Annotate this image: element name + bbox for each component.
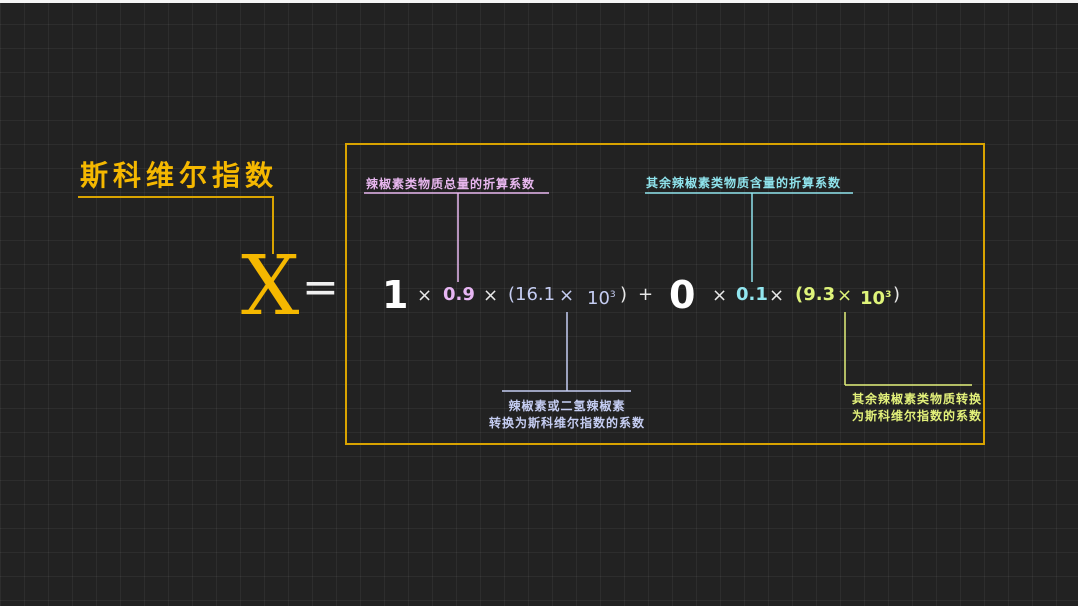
term1-power: 103: [587, 285, 616, 309]
diagram-title: 斯科维尔指数: [80, 159, 279, 192]
other-conversion-label: 其余辣椒素类物质转换 为斯科维尔指数的系数: [820, 391, 982, 425]
variable-x: X: [241, 239, 300, 334]
multiply-sign-3: ×: [559, 285, 575, 306]
equals-sign: =: [302, 262, 339, 313]
multiply-sign-6: ×: [837, 285, 853, 306]
other-conversion-line2: 为斯科维尔指数的系数: [851, 409, 982, 423]
plus-sign: +: [638, 284, 654, 305]
term2-factor: 0.1: [736, 284, 768, 305]
multiply-sign-2: ×: [483, 285, 499, 306]
term1-close-paren: ): [620, 284, 628, 305]
term2-power: 103: [860, 285, 891, 309]
formula-frame: [345, 143, 985, 445]
capsaicin-conversion-line1: 辣椒素或二氢辣椒素: [508, 399, 626, 413]
term1-factor: 0.9: [443, 284, 475, 305]
term2-power-base: 10: [860, 288, 886, 309]
term1-power-exponent: 3: [609, 290, 616, 300]
capsaicin-conversion-line2: 转换为斯科维尔指数的系数: [488, 416, 645, 430]
title-connector-line: [272, 196, 274, 254]
term2-coefficient: 0: [669, 273, 696, 317]
multiply-sign-4: ×: [712, 285, 728, 306]
term2-concentration: (9.3: [795, 284, 836, 305]
multiply-sign-1: ×: [417, 285, 433, 306]
term2-power-exponent: 3: [885, 290, 892, 300]
title-underline: [78, 196, 274, 198]
other-conversion-line1: 其余辣椒素类物质转换: [851, 392, 982, 406]
term1-power-base: 10: [587, 288, 610, 309]
multiply-sign-5: ×: [769, 285, 785, 306]
term2-close-paren: ): [893, 284, 901, 305]
top-border-line: [0, 0, 1078, 3]
term1-coefficient: 1: [382, 273, 409, 317]
capsaicin-conversion-label: 辣椒素或二氢辣椒素 转换为斯科维尔指数的系数: [480, 398, 654, 432]
capsaicin-factor-label: 辣椒素类物质总量的折算系数: [366, 177, 536, 191]
other-factor-label: 其余辣椒素类物质含量的折算系数: [646, 176, 842, 190]
term1-concentration: (16.1: [508, 284, 556, 305]
